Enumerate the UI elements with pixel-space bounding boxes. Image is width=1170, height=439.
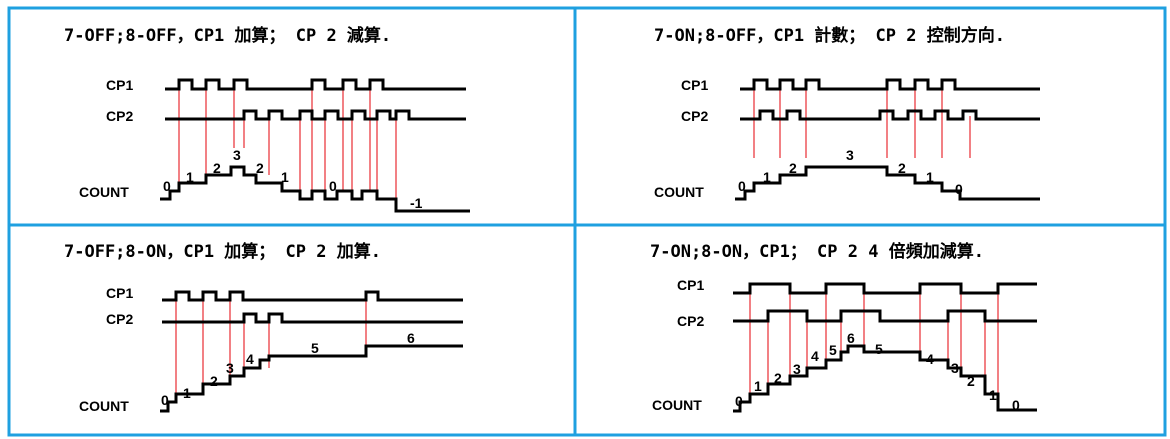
count-value: 3 xyxy=(846,147,854,163)
cp1-waveform xyxy=(733,282,1037,295)
count-value: 1 xyxy=(281,169,289,185)
count-value: 0 xyxy=(163,178,171,194)
panel-title: 7-ON;8-OFF，CP1 計數； CP 2 控制方向. xyxy=(654,25,1005,46)
count-label: COUNT xyxy=(652,397,702,413)
cp1-label: CP1 xyxy=(106,77,133,93)
count-value: 1 xyxy=(763,169,771,185)
cp1-waveform xyxy=(162,290,463,302)
cp2-waveform xyxy=(733,309,1037,323)
count-label: COUNT xyxy=(79,398,129,414)
panel-title: 7-OFF;8-OFF，CP1 加算； CP 2 減算. xyxy=(64,25,391,46)
count-value: 2 xyxy=(898,160,906,176)
count-value: 2 xyxy=(210,373,218,389)
edge-markers xyxy=(753,86,971,158)
count-waveform xyxy=(733,344,1037,413)
cp2-label: CP2 xyxy=(681,108,708,124)
count-value: 6 xyxy=(407,330,415,346)
count-value: 1 xyxy=(183,385,191,401)
panel-on-off: 7-ON;8-OFF，CP1 計數； CP 2 控制方向. CP1 CP2 CO… xyxy=(654,25,1040,201)
outer-border xyxy=(7,6,1167,437)
count-value: 0 xyxy=(329,178,337,194)
count-value: 0 xyxy=(161,392,169,408)
cp2-waveform xyxy=(740,109,1040,121)
count-value: -1 xyxy=(410,195,423,211)
cp1-label: CP1 xyxy=(106,285,133,301)
count-value: 3 xyxy=(951,360,959,376)
panel-on-on: 7-ON;8-ON，CP1； CP 2 4 倍頻加減算. CP1 CP2 COU… xyxy=(650,241,1037,413)
count-value: 1 xyxy=(754,378,762,394)
count-value: 4 xyxy=(926,351,934,367)
panel-off-off: 7-OFF;8-OFF，CP1 加算； CP 2 減算. CP1 CP2 COU… xyxy=(64,25,470,213)
cp1-waveform xyxy=(740,78,1040,91)
cp1-label: CP1 xyxy=(677,277,704,293)
count-values: 0 1 2 3 2 1 0 xyxy=(738,147,963,197)
count-waveform xyxy=(160,165,470,213)
count-value: 0 xyxy=(1012,397,1020,413)
cp1-label: CP1 xyxy=(681,77,708,93)
count-value: 5 xyxy=(875,341,883,357)
cp1-waveform xyxy=(165,78,466,91)
count-value: 0 xyxy=(955,181,963,197)
count-value: 3 xyxy=(793,361,801,377)
count-value: 5 xyxy=(829,342,837,358)
count-value: 1 xyxy=(989,387,997,403)
panel-title: 7-ON;8-ON，CP1； CP 2 4 倍頻加減算. xyxy=(650,241,984,262)
count-waveform xyxy=(735,165,1040,201)
count-values: 0 1 2 3 4 5 6 5 4 3 2 1 0 xyxy=(735,330,1020,413)
panel-off-on: 7-OFF;8-ON，CP1 加算； CP 2 加算. CP1 CP2 COUN… xyxy=(64,241,463,414)
count-value: 1 xyxy=(926,169,934,185)
edge-markers xyxy=(175,296,367,402)
count-value: 0 xyxy=(735,393,743,409)
edge-markers xyxy=(178,86,397,210)
count-value: 4 xyxy=(811,348,819,364)
count-value: 0 xyxy=(738,178,746,194)
count-value: 2 xyxy=(774,370,782,386)
count-waveform xyxy=(160,344,463,413)
cp2-label: CP2 xyxy=(106,108,133,124)
cp2-label: CP2 xyxy=(677,313,704,329)
count-value: 2 xyxy=(213,160,221,176)
cp2-waveform xyxy=(165,109,466,121)
cp2-label: CP2 xyxy=(106,311,133,327)
count-values: 0 1 2 3 4 5 6 xyxy=(161,330,415,408)
count-values: 0 1 2 3 2 1 0 -1 xyxy=(163,147,423,211)
count-label: COUNT xyxy=(654,184,704,200)
panel-title: 7-OFF;8-ON，CP1 加算； CP 2 加算. xyxy=(64,241,381,262)
count-value: 4 xyxy=(246,351,254,367)
count-value: 5 xyxy=(311,340,319,356)
cp2-waveform xyxy=(162,312,463,324)
count-value: 1 xyxy=(186,169,194,185)
count-value: 3 xyxy=(233,147,241,163)
count-value: 2 xyxy=(967,373,975,389)
count-value: 6 xyxy=(847,330,855,346)
count-value: 2 xyxy=(256,160,264,176)
count-value: 3 xyxy=(226,360,234,376)
count-value: 2 xyxy=(789,160,797,176)
count-label: COUNT xyxy=(79,184,129,200)
